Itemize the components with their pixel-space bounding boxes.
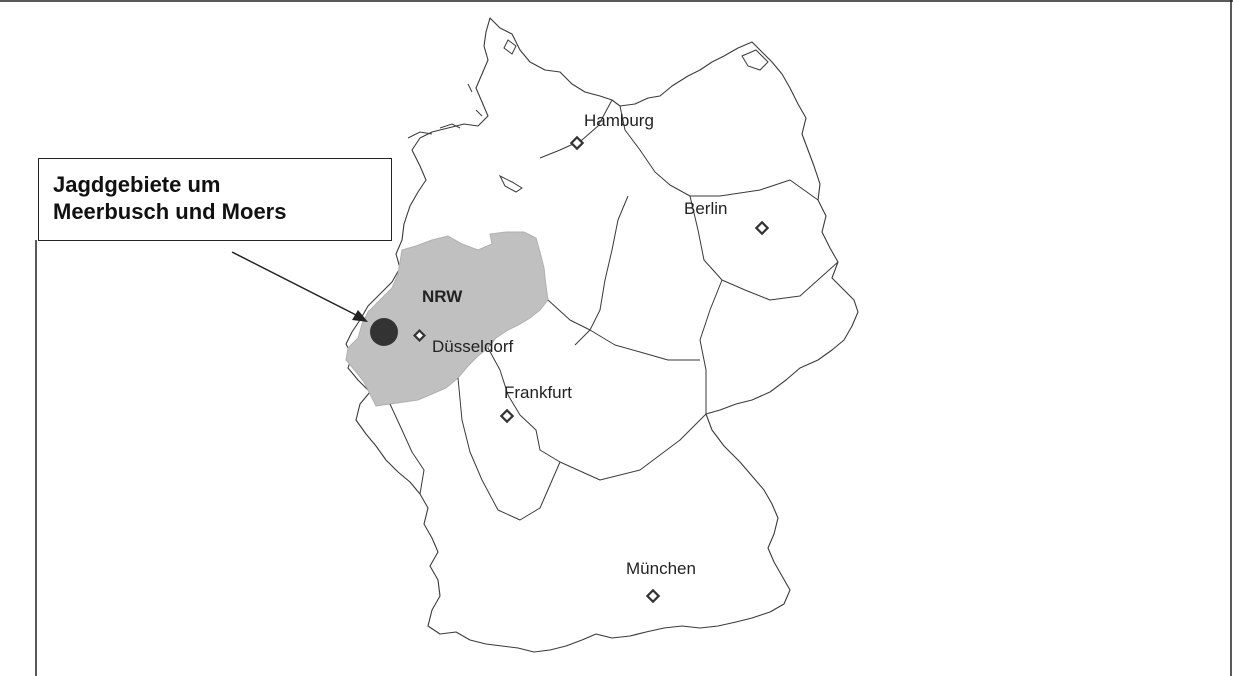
- berlin-marker-icon: [754, 220, 770, 236]
- callout-arrow-line: [231, 251, 363, 319]
- city-label-hamburg: Hamburg: [584, 111, 654, 130]
- germany-outline: [345, 17, 859, 653]
- frankfurt-marker-icon: [499, 408, 515, 424]
- city-markers: [412, 135, 770, 604]
- duesseldorf-marker-icon: [412, 328, 427, 343]
- hamburg-marker-icon: [569, 135, 585, 151]
- state-borders: [389, 99, 839, 521]
- city-label-berlin: Berlin: [684, 199, 727, 218]
- callout-box: Jagdgebiete um Meerbusch und Moers: [38, 158, 392, 241]
- callout-line-2: Meerbusch und Moers: [53, 199, 287, 224]
- city-label-frankfurt: Frankfurt: [504, 383, 572, 402]
- callout-arrow-head: [352, 310, 368, 322]
- city-label-duesseldorf: Düsseldorf: [432, 337, 514, 356]
- nrw-region: [345, 231, 549, 407]
- city-label-muenchen: München: [626, 559, 696, 578]
- hunting-area-marker: [370, 318, 398, 346]
- muenchen-marker-icon: [645, 588, 661, 604]
- region-label-nrw: NRW: [422, 287, 463, 306]
- coastal-islands: [407, 39, 769, 193]
- callout-line-1: Jagdgebiete um: [53, 172, 221, 197]
